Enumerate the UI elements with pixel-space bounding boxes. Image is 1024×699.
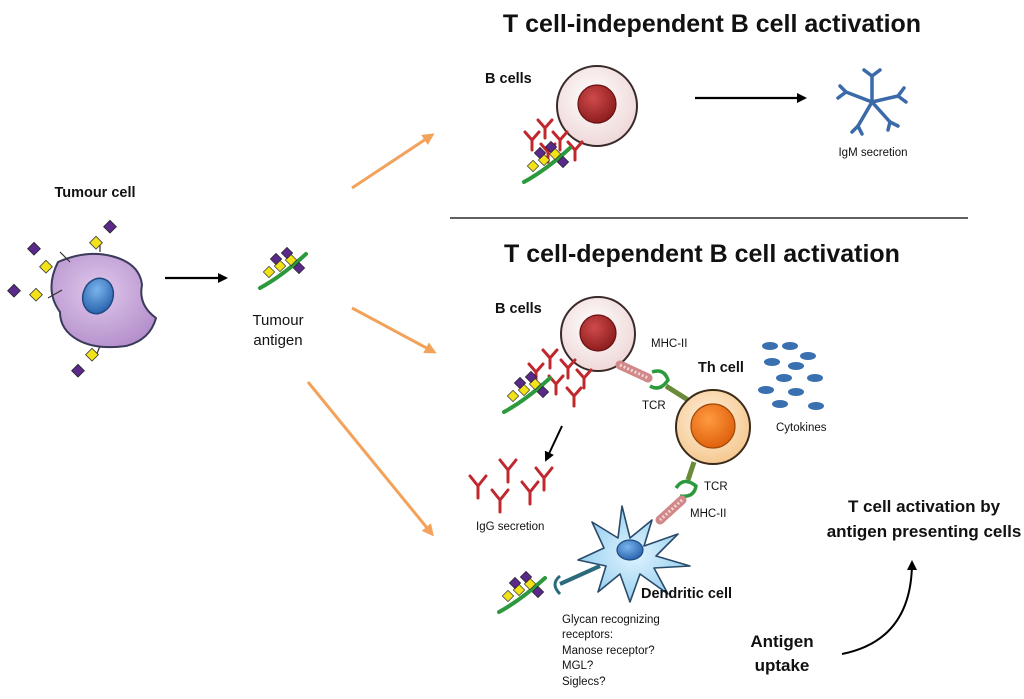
tumour-nucleus: [81, 277, 115, 315]
b-cells-bottom-label: B cells: [495, 301, 542, 317]
dc-glycan: [497, 569, 547, 614]
b-cell-top: [556, 65, 638, 147]
orange-arrow-to-dendritic: [306, 381, 434, 537]
tumour-antigen-glycan: [258, 245, 308, 290]
t-cell-activation-line-1: T cell activation by: [848, 497, 1001, 516]
glycan-receptors-line-1: Glycan recognizing: [562, 614, 660, 626]
glycan-receptors-line-5: Siglecs?: [562, 676, 605, 688]
dendritic-cell: [553, 505, 691, 603]
cytokines-label: Cytokines: [776, 422, 827, 434]
glycan-receptors-line-2: receptors:: [562, 629, 613, 641]
mhc-ii-top-complex: [615, 360, 690, 403]
igm-pentamer-icon: [836, 68, 908, 136]
b-cells-top-label: B cells: [485, 71, 532, 87]
igg-secretion-label: IgG secretion: [476, 521, 544, 533]
tumour-cell: [7, 219, 158, 378]
tumour-antigen-label-2: antigen: [253, 332, 302, 349]
b-cell-bottom-glycan: [502, 369, 552, 414]
th-cell-label: Th cell: [698, 360, 744, 376]
igm-secretion-label: IgM secretion: [838, 147, 907, 159]
tcr-bottom-label: TCR: [704, 481, 728, 493]
glycan-receptors-line-3: Manose receptor?: [562, 645, 655, 657]
glycan-receptors-text: Glycan recognizing receptors: Manose rec…: [562, 614, 660, 688]
glycan-receptors-line-4: MGL?: [562, 660, 593, 672]
antigen-uptake-line-1: Antigen: [750, 632, 813, 651]
tcr-mhc-bottom-complex: [655, 461, 698, 525]
mhc-ii-bottom-label: MHC-II: [690, 508, 726, 520]
orange-arrow-to-dependent: [351, 306, 437, 354]
b-cell-bottom: [560, 296, 636, 372]
tcr-top-label: TCR: [642, 400, 666, 412]
tumour-antigen-label-1: Tumour: [252, 312, 303, 329]
dendritic-cell-label: Dendritic cell: [641, 586, 732, 602]
igg-antibodies: [468, 458, 554, 514]
t-cell-activation-line-2: antigen presenting cells: [827, 522, 1022, 541]
antigen-uptake-line-2: uptake: [755, 656, 810, 675]
th-cell: [675, 389, 751, 465]
cytokines-cluster: [758, 342, 824, 410]
title-t-dependent: T cell-dependent B cell activation: [504, 240, 900, 268]
mhc-ii-top-label: MHC-II: [651, 338, 687, 350]
title-t-independent: T cell-independent B cell activation: [503, 10, 921, 38]
tumour-cell-label: Tumour cell: [54, 185, 135, 201]
arrow-to-igg: [544, 425, 563, 462]
orange-arrow-to-independent: [351, 133, 435, 190]
curved-arrow-uptake-to-activation: [841, 560, 917, 655]
